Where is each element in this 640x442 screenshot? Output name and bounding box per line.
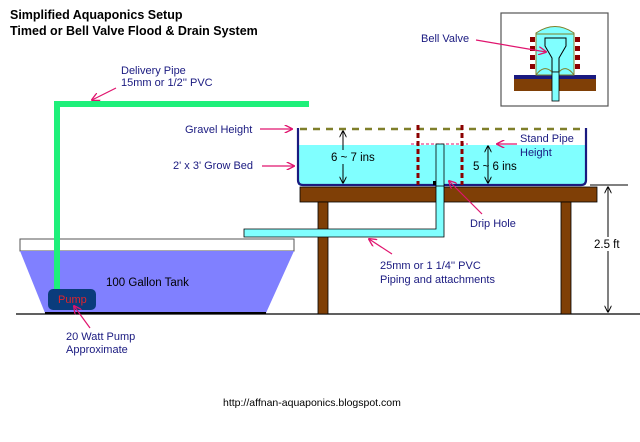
pump: Pump — [48, 289, 96, 310]
grow-bed-label: 2' x 3' Grow Bed — [173, 160, 253, 172]
inset-gravel-right-4 — [575, 64, 580, 69]
pump-body — [48, 289, 96, 310]
stand-pipe-label-1: Stand Pipe — [520, 133, 574, 145]
stand-pipe — [435, 143, 445, 187]
pump-note-line-1: 20 Watt Pump — [66, 331, 135, 343]
inset-bell-feet — [535, 68, 575, 76]
inset-gravel-left-1 — [530, 37, 535, 42]
water-depth-label: 5 ~ 6 ins — [473, 161, 517, 173]
tank-rim — [19, 238, 295, 252]
delivery-pipe-vertical — [54, 101, 60, 294]
return-pipe-arrow — [369, 239, 393, 255]
inset-gravel-left-3 — [530, 55, 535, 60]
bell-valve-label: Bell Valve — [421, 33, 469, 45]
stand-pipe-label-2: Height — [520, 147, 552, 159]
gravel-height-label: Gravel Height — [185, 124, 252, 136]
return-pipe-label-2: Piping and attachments — [380, 274, 495, 286]
delivery-pipe-label-1: Delivery Pipe — [121, 65, 186, 77]
table-leg-left — [317, 201, 329, 315]
table — [299, 186, 598, 315]
inset-gravel-right-2 — [575, 46, 580, 51]
footer-url: http://affnan-aquaponics.blogspot.com — [223, 397, 401, 409]
return-pipe-label-1: 25mm or 1 1/4'' PVC — [380, 260, 481, 272]
bell-valve-inset — [500, 12, 609, 107]
inset-drain-pipe — [551, 71, 560, 102]
inset-gravel-left-4 — [530, 64, 535, 69]
delivery-pipe-horizontal — [54, 101, 309, 107]
tank-label: 100 Gallon Tank — [106, 277, 189, 289]
pump-note-line-2: Approximate — [66, 344, 128, 356]
table-height-label-bg — [593, 237, 625, 251]
table-leg-right — [560, 201, 572, 315]
pump-arrow — [74, 306, 91, 329]
pump-label: Pump — [58, 294, 87, 306]
table-top — [299, 186, 598, 203]
bell-valve-arrow — [475, 39, 546, 52]
gravel-depth-label-bg — [329, 150, 379, 164]
delivery-pipe-label-2: 15mm or 1/2'' PVC — [121, 77, 213, 89]
inset-gravel-left-2 — [530, 46, 535, 51]
title-line-1: Simplified Aquaponics Setup — [10, 8, 183, 22]
delivery-pipe-arrow — [92, 87, 117, 100]
inset-gravel-right-3 — [575, 55, 580, 60]
drip-hole-label: Drip Hole — [470, 218, 516, 230]
drip-hole — [433, 181, 436, 185]
gravel-depth-label: 6 ~ 7 ins — [331, 152, 375, 164]
drip-hole-arrow — [449, 181, 483, 215]
delivery-pipe — [54, 101, 309, 294]
table-height-label: 2.5 ft — [594, 239, 620, 251]
title-line-2: Timed or Bell Valve Flood & Drain System — [10, 24, 258, 38]
inset-gravel-right-1 — [575, 37, 580, 42]
